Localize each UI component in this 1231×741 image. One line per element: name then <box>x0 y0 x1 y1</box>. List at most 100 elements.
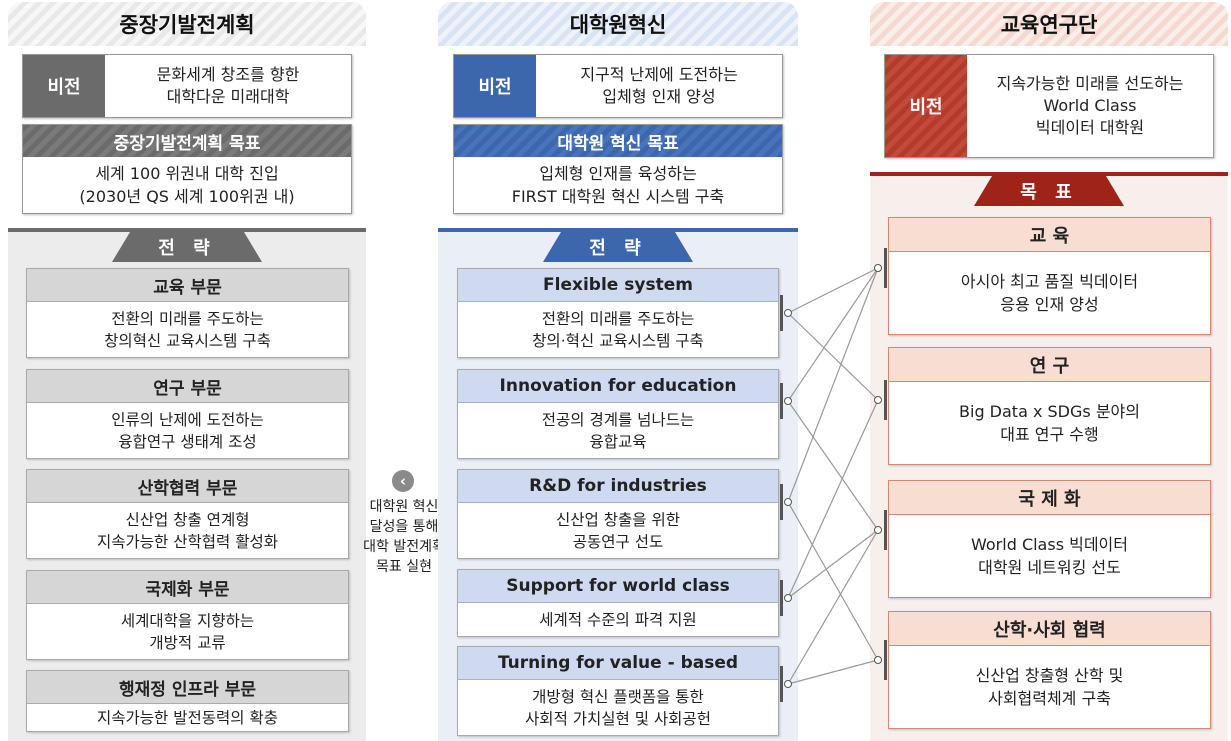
center-column-title: 대학원혁신 <box>438 2 798 46</box>
left-goal-box: 중장기발전계획 목표 세계 100 위권내 대학 진입 (2030년 QS 세계… <box>22 124 352 214</box>
center-strategy-item-title: Flexible system <box>458 269 778 302</box>
right-goal-tab: 목 표 <box>974 176 1124 206</box>
center-vision-box: 비전 지구적 난제에 도전하는 입체형 인재 양성 <box>453 54 783 118</box>
left-goal-line2: (2030년 QS 세계 100위권 내) <box>79 187 295 206</box>
middle-note-line1: 대학원 혁신 <box>369 499 439 515</box>
right-goal-item-line1: World Class 빅데이터 <box>971 535 1128 554</box>
center-strategy-item-line1: 신산업 창출을 위한 <box>556 510 680 529</box>
left-strategy-item-line1: 전환의 미래를 주도하는 <box>111 309 264 328</box>
left-strategy-item-line2: 창의혁신 교육시스템 구축 <box>104 331 271 350</box>
right-connector-node-2 <box>874 526 882 534</box>
center-goal-box: 대학원 혁신 목표 입체형 인재를 육성하는 FIRST 대학원 혁신 시스템 … <box>453 124 783 214</box>
right-goal-item-line1: 아시아 최고 품질 빅데이터 <box>960 272 1139 291</box>
center-connector-node-4 <box>784 680 792 688</box>
center-strategy-item-line1: 세계적 수준의 파격 지원 <box>539 610 697 629</box>
connector-line-9 <box>787 659 879 685</box>
left-vision-tag: 비전 <box>23 55 105 117</box>
left-vision-line1: 문화세계 창조를 향한 <box>156 65 300 84</box>
left-strategy-item-line1: 세계대학을 지향하는 <box>120 611 255 630</box>
center-strategy-item-line1: 전공의 경계를 넘나드는 <box>541 410 695 429</box>
center-strategy-item-line2: 창의·혁신 교육시스템 구축 <box>532 331 704 350</box>
left-column-title: 중장기발전계획 <box>8 2 366 46</box>
left-strategy-item-line1: 신산업 창출 연계형 <box>125 510 250 529</box>
connector-line-2 <box>787 267 879 402</box>
center-goal-line2: FIRST 대학원 혁신 시스템 구축 <box>511 187 725 206</box>
center-strategy-item-line2: 사회적 가치실현 및 사회공헌 <box>525 709 711 728</box>
connector-line-1 <box>787 312 879 401</box>
center-strategy-item-line2: 융합교육 <box>589 432 647 451</box>
right-vision-line2: World Class <box>1043 96 1137 115</box>
center-connector-node-2 <box>784 498 792 506</box>
center-strategy-item-title: Support for world class <box>458 570 778 603</box>
right-vision-line1: 지속가능한 미래를 선도하는 <box>996 74 1184 93</box>
right-connector-bar-2 <box>884 510 887 550</box>
center-connector-bar-1 <box>780 383 783 419</box>
right-goal-item-line2: 대학원 네트워킹 선도 <box>978 558 1121 577</box>
left-strategy-item-title: 행재정 인프라 부문 <box>27 671 348 704</box>
connector-line-5 <box>787 501 879 661</box>
middle-note-line4: 목표 실현 <box>376 559 432 575</box>
right-connector-bar-3 <box>884 640 887 680</box>
right-vision-line3: 빅데이터 대학원 <box>1035 118 1145 137</box>
center-connector-bar-0 <box>780 295 783 331</box>
center-strategy-item-title: Turning for value - based <box>458 647 778 680</box>
right-goal-item-line2: 응용 인재 양성 <box>1000 295 1099 314</box>
right-goal-item-line1: Big Data x SDGs 분야의 <box>959 402 1140 421</box>
connector-line-6 <box>787 399 879 599</box>
center-goal-head: 대학원 혁신 목표 <box>454 125 782 157</box>
left-strategy-item-line1: 지속가능한 발전동력의 확충 <box>97 708 278 727</box>
right-connector-bar-0 <box>884 248 887 288</box>
middle-note: 대학원 혁신 달성을 통해 대학 발전계획 목표 실현 <box>352 497 456 577</box>
right-goal-item-title: 산학·사회 협력 <box>889 612 1210 646</box>
right-goal-item-title: 교 육 <box>889 218 1210 252</box>
left-strategy-tab: 전 략 <box>112 232 262 262</box>
left-strategy-item-line2: 융합연구 생태계 조성 <box>118 432 257 451</box>
center-strategy-item-line1: 전환의 미래를 주도하는 <box>541 309 695 328</box>
right-goal-item-line2: 대표 연구 수행 <box>1000 425 1099 444</box>
chevron-left-icon: ‹ <box>392 470 414 492</box>
right-connector-node-0 <box>874 264 882 272</box>
right-goal-item-title: 국 제 화 <box>889 481 1210 515</box>
center-strategy-item-line1: 개방형 혁신 플랫폼을 통한 <box>532 687 704 706</box>
connector-line-4 <box>787 267 879 503</box>
center-connector-bar-2 <box>780 484 783 520</box>
left-strategy-item-line2: 지속가능한 산학협력 활성화 <box>97 532 278 551</box>
center-connector-node-0 <box>784 309 792 317</box>
middle-note-line2: 달성을 통해 <box>369 519 439 535</box>
right-goal-item-title: 연 구 <box>889 348 1210 382</box>
center-goal-line1: 입체형 인재를 육성하는 <box>539 164 697 183</box>
left-goal-head: 중장기발전계획 목표 <box>23 125 351 157</box>
center-vision-line1: 지구적 난제에 도전하는 <box>580 65 738 84</box>
left-strategy-item-title: 국제화 부문 <box>27 571 348 604</box>
right-goal-item-line1: 신산업 창출형 산학 및 <box>975 666 1124 685</box>
right-vision-tag: 비전 <box>885 55 967 157</box>
left-strategy-item-title: 산학협력 부문 <box>27 470 348 503</box>
connector-line-8 <box>787 529 879 685</box>
center-connector-bar-3 <box>780 580 783 616</box>
center-strategy-item-3: Support for world class 세계적 수준의 파격 지원 <box>457 569 779 637</box>
center-vision-tag: 비전 <box>454 55 536 117</box>
connector-line-0 <box>787 267 879 314</box>
center-vision-line2: 입체형 인재 양성 <box>602 87 716 106</box>
right-connector-node-1 <box>874 396 882 404</box>
right-goal-item-line2: 사회협력체계 구축 <box>988 689 1111 708</box>
left-strategy-item-line2: 개방적 교류 <box>149 633 226 652</box>
center-strategy-tab: 전 략 <box>543 232 693 262</box>
left-strategy-item-title: 연구 부문 <box>27 370 348 403</box>
right-vision-box: 비전 지속가능한 미래를 선도하는 World Class 빅데이터 대학원 <box>884 54 1214 158</box>
left-strategy-item-title: 교육 부문 <box>27 269 348 302</box>
left-strategy-item-line1: 인류의 난제에 도전하는 <box>111 410 264 429</box>
connector-line-7 <box>787 529 879 599</box>
center-strategy-item-title: Innovation for education <box>458 370 778 403</box>
